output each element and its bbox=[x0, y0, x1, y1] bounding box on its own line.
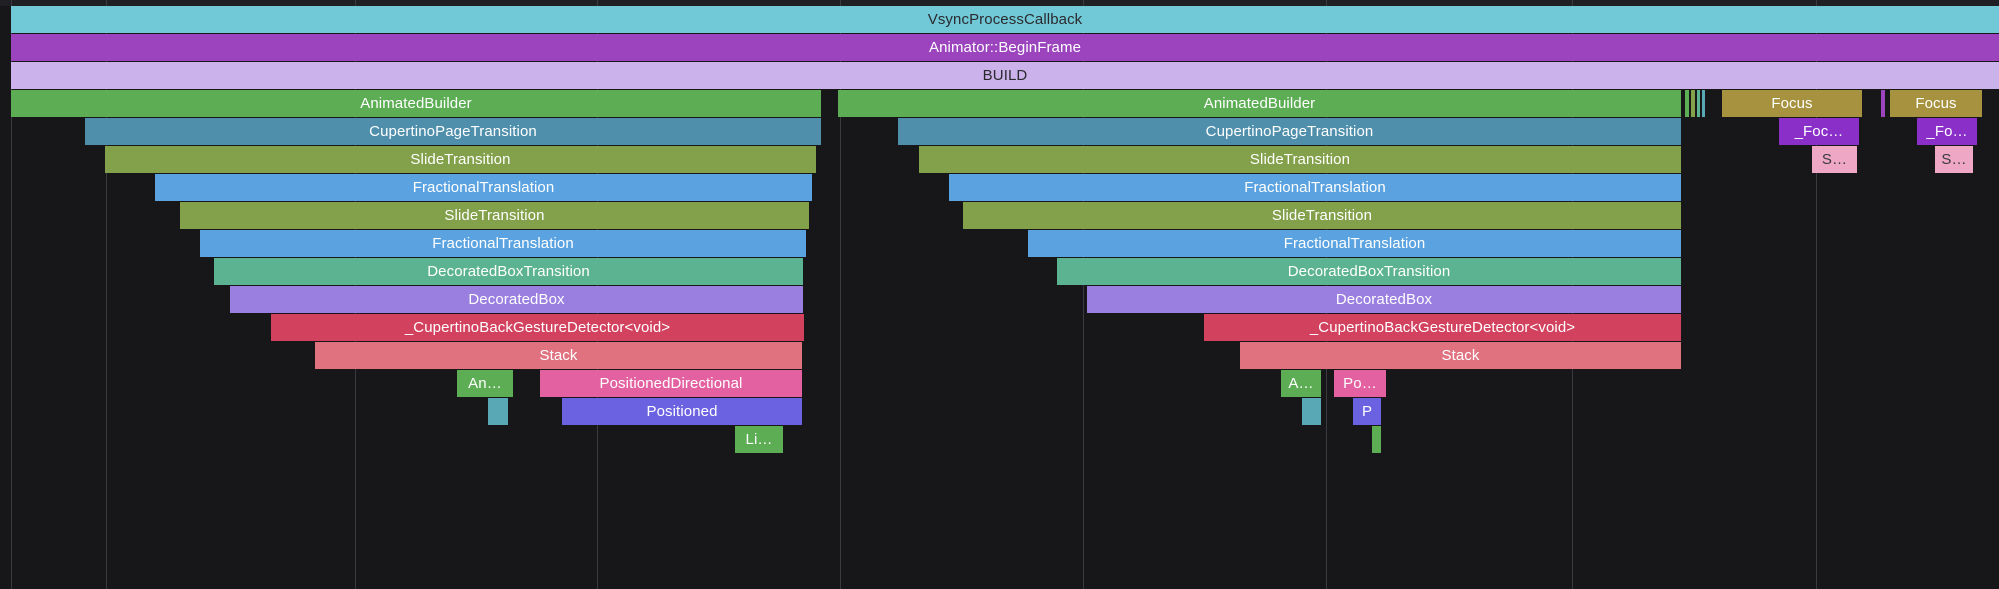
flame-frame-label: Po… bbox=[1343, 375, 1377, 392]
flame-frame-label: SlideTransition bbox=[410, 151, 511, 168]
flame-frame-label: CupertinoPageTransition bbox=[1205, 123, 1374, 140]
flame-frame[interactable]: SlideTransition bbox=[919, 146, 1681, 173]
flame-frame[interactable]: DecoratedBoxTransition bbox=[214, 258, 803, 285]
flame-frame[interactable]: _Fo… bbox=[1917, 118, 1977, 145]
flame-frame[interactable]: Po… bbox=[1334, 370, 1386, 397]
flame-frame[interactable]: VsyncProcessCallback bbox=[11, 6, 1999, 33]
flame-frame[interactable]: BUILD bbox=[11, 62, 1999, 89]
flame-frame-label: SlideTransition bbox=[444, 207, 545, 224]
flame-frame[interactable]: P bbox=[1353, 398, 1381, 425]
flame-frame-label: DecoratedBox bbox=[468, 291, 565, 308]
flame-frame[interactable]: SlideTransition bbox=[963, 202, 1681, 229]
flame-frame-label: DecoratedBox bbox=[1335, 291, 1433, 308]
flame-frame-label: AnimatedBuilder bbox=[1203, 95, 1316, 112]
flame-frame[interactable]: CupertinoPageTransition bbox=[898, 118, 1681, 145]
flame-frame-label: DecoratedBoxTransition bbox=[427, 263, 590, 280]
flame-frame[interactable] bbox=[1691, 90, 1695, 117]
flame-frame-label: _CupertinoBackGestureDetector<void> bbox=[404, 319, 671, 336]
flame-frame[interactable]: CupertinoPageTransition bbox=[85, 118, 821, 145]
flame-frame[interactable]: S… bbox=[1935, 146, 1973, 173]
flame-frame[interactable]: A… bbox=[1281, 370, 1321, 397]
flame-frame[interactable]: DecoratedBox bbox=[1087, 286, 1681, 313]
flame-frame-label: _CupertinoBackGestureDetector<void> bbox=[1309, 319, 1576, 336]
flame-frame-label: S… bbox=[1821, 151, 1848, 168]
flame-frame[interactable]: Stack bbox=[315, 342, 802, 369]
flame-frame-label: SlideTransition bbox=[1249, 151, 1351, 168]
flame-frame-label: DecoratedBoxTransition bbox=[1287, 263, 1451, 280]
gridline-4 bbox=[840, 0, 841, 589]
flame-frame-label: S… bbox=[1941, 151, 1967, 168]
flame-frame-label: Focus bbox=[1915, 95, 1957, 112]
flame-frame-label: SlideTransition bbox=[1271, 207, 1373, 224]
flame-frame-label: A… bbox=[1288, 375, 1314, 392]
flame-frame-label: _Fo… bbox=[1926, 123, 1968, 140]
flame-frame[interactable]: FractionalTranslation bbox=[200, 230, 806, 257]
flame-frame-label: _Foc… bbox=[1794, 123, 1844, 140]
flame-frame[interactable]: _CupertinoBackGestureDetector<void> bbox=[1204, 314, 1681, 341]
flame-frame[interactable]: AnimatedBuilder bbox=[838, 90, 1681, 117]
flame-frame[interactable] bbox=[1697, 90, 1700, 117]
flame-frame[interactable]: Stack bbox=[1240, 342, 1681, 369]
flame-frame-label: An… bbox=[468, 375, 502, 392]
flame-frame[interactable]: DecoratedBox bbox=[230, 286, 803, 313]
timeline-ruler-band bbox=[0, 0, 1999, 6]
flame-frame-label: FractionalTranslation bbox=[412, 179, 555, 196]
flame-frame-label: FractionalTranslation bbox=[1244, 179, 1386, 196]
flame-frame[interactable] bbox=[1881, 90, 1885, 117]
flame-frame[interactable] bbox=[488, 398, 508, 425]
flame-frame[interactable]: SlideTransition bbox=[180, 202, 809, 229]
flame-frame-label: Positioned bbox=[646, 403, 718, 420]
flame-frame-label: P bbox=[1361, 403, 1373, 420]
flame-frame-label: Focus bbox=[1771, 95, 1813, 112]
flame-frame[interactable]: DecoratedBoxTransition bbox=[1057, 258, 1681, 285]
flame-frame-label: FractionalTranslation bbox=[1283, 235, 1426, 252]
flame-frame[interactable]: _Foc… bbox=[1779, 118, 1859, 145]
flame-frame[interactable]: _CupertinoBackGestureDetector<void> bbox=[271, 314, 804, 341]
flame-frame-label: Stack bbox=[539, 347, 578, 364]
gridline-0 bbox=[11, 0, 12, 589]
flame-frame[interactable]: Animator::BeginFrame bbox=[11, 34, 1999, 61]
flame-frame[interactable]: PositionedDirectional bbox=[540, 370, 802, 397]
flame-frame[interactable]: S… bbox=[1812, 146, 1857, 173]
gridline-1 bbox=[106, 0, 107, 589]
flame-frame[interactable]: FractionalTranslation bbox=[155, 174, 812, 201]
flame-frame[interactable]: FractionalTranslation bbox=[949, 174, 1681, 201]
flame-frame[interactable]: Focus bbox=[1890, 90, 1982, 117]
flame-frame-label: VsyncProcessCallback bbox=[927, 11, 1083, 28]
flame-frame[interactable] bbox=[1685, 90, 1689, 117]
flame-frame[interactable]: Focus bbox=[1722, 90, 1862, 117]
flame-frame-label: AnimatedBuilder bbox=[360, 95, 472, 112]
flame-frame-label: Stack bbox=[1441, 347, 1480, 364]
flame-frame[interactable]: SlideTransition bbox=[105, 146, 816, 173]
flame-frame[interactable]: An… bbox=[457, 370, 513, 397]
flame-frame[interactable]: FractionalTranslation bbox=[1028, 230, 1681, 257]
flame-frame-label: FractionalTranslation bbox=[432, 235, 574, 252]
flame-frame[interactable]: Li… bbox=[735, 426, 783, 453]
flame-frame[interactable] bbox=[1302, 398, 1321, 425]
flame-frame[interactable]: Positioned bbox=[562, 398, 802, 425]
flame-frame[interactable] bbox=[1372, 426, 1381, 453]
flame-frame[interactable]: AnimatedBuilder bbox=[11, 90, 821, 117]
flame-frame-label: PositionedDirectional bbox=[599, 375, 743, 392]
flame-frame[interactable] bbox=[1702, 90, 1705, 117]
gridline-5 bbox=[1083, 0, 1084, 589]
flame-frame-label: CupertinoPageTransition bbox=[369, 123, 537, 140]
flame-frame-label: Li… bbox=[745, 431, 773, 448]
gridline-8 bbox=[1816, 0, 1817, 589]
flame-frame-label: Animator::BeginFrame bbox=[928, 39, 1082, 56]
flame-frame-label: BUILD bbox=[982, 67, 1028, 84]
